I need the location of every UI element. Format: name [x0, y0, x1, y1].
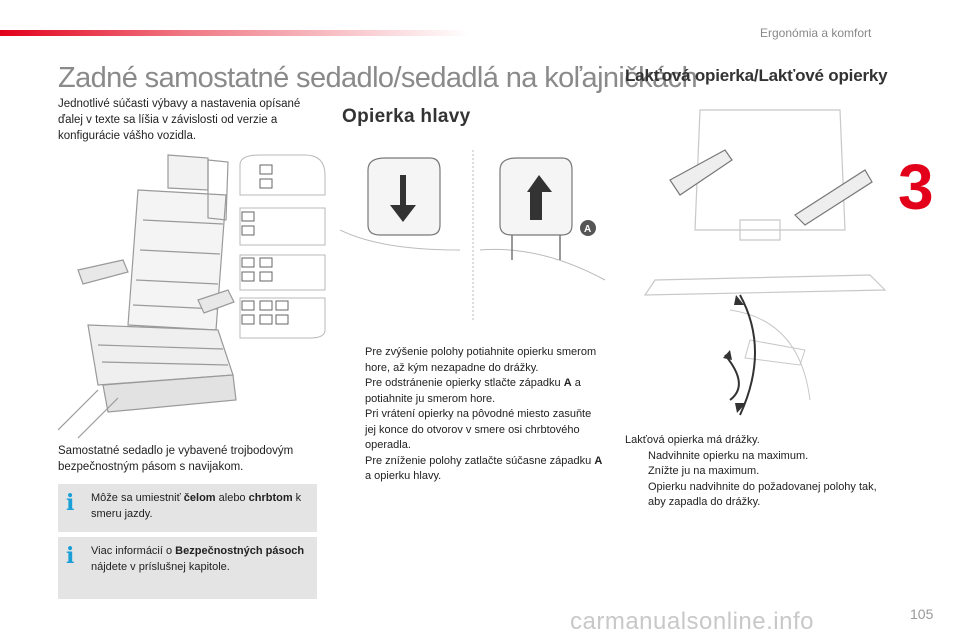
headrest-illustration: A	[340, 150, 606, 320]
armrest-lead: Lakťová opierka má drážky.	[625, 434, 760, 446]
info-box-orientation: i Môže sa umiestniť čelom alebo chrbtom …	[58, 484, 317, 532]
seat-configuration-diagrams	[239, 154, 326, 339]
section-name: Ergonómia a komfort	[760, 26, 872, 40]
info-box-seatbelts: i Viac informácií o Bezpečnostných pásoc…	[58, 537, 317, 599]
headrest-steps: Pre zvýšenie polohy potiahnite opierku s…	[342, 345, 604, 485]
armrest-illustration	[643, 109, 887, 416]
curved-arrow-icon	[739, 294, 756, 416]
header-accent-bar	[0, 30, 470, 36]
armrest-description: Lakťová opierka má drážky. Nadvihnite op…	[625, 433, 895, 511]
watermark-text: carmanualsonline.info	[570, 608, 814, 635]
arrow-down-icon	[390, 175, 416, 222]
list-item: Znížte ju na maximum.	[648, 465, 760, 477]
seat-illustration	[58, 154, 237, 439]
list-item: Pri vrátení opierky na pôvodné miesto za…	[365, 408, 592, 451]
list-item: Opierku nadvihnite do požadovanej polohy…	[648, 480, 877, 509]
chapter-number: 3	[898, 151, 934, 223]
list-item: Pre zníženie polohy zatlačte súčasne záp…	[365, 454, 603, 483]
list-item: Pre odstránenie opierky stlačte západku …	[365, 377, 581, 405]
intro-text: Jednotlivé súčasti výbavy a nastavenia o…	[58, 98, 301, 142]
page-number: 105	[910, 606, 934, 622]
info-icon: i	[66, 543, 75, 569]
seat-description: Samostatné sedadlo je vybavené trojbodov…	[58, 445, 294, 473]
headrest-heading: Opierka hlavy	[342, 106, 471, 127]
list-item: Nadvihnite opierku na maximum.	[648, 449, 809, 462]
info-icon: i	[66, 490, 75, 516]
list-item: Pre zvýšenie polohy potiahnite opierku s…	[365, 346, 597, 374]
arrow-up-icon	[527, 175, 552, 192]
callout-a-label: A	[584, 224, 591, 235]
armrest-heading: Lakťová opierka/Lakťové opierky	[625, 66, 888, 85]
page-title: Zadné samostatné sedadlo/sedadlá na koľa…	[58, 62, 698, 94]
armrest-steps: Nadvihnite opierku na maximum. Znížte ju…	[625, 449, 895, 511]
